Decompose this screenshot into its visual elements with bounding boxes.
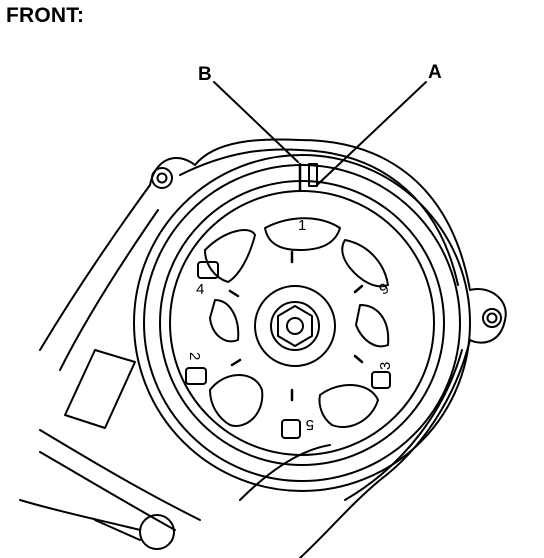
hub-washer <box>270 301 320 351</box>
timing-number-3: 3 <box>377 362 394 370</box>
housing-inner-outline <box>59 148 463 501</box>
cover-rim-outer <box>133 154 471 492</box>
cover-rim-inner <box>143 164 461 482</box>
pulley-outer-ring <box>159 180 445 466</box>
timing-number-2: 2 <box>186 352 203 360</box>
mounting-ear-right <box>482 308 502 328</box>
page-title: FRONT: <box>6 4 85 27</box>
callout-label-b: B <box>198 64 212 85</box>
timing-number-6: 6 <box>376 279 392 298</box>
timing-number-4: 4 <box>196 281 204 298</box>
timing-pointer-a <box>308 163 318 187</box>
timing-number-1: 1 <box>298 217 306 234</box>
timing-number-5: 5 <box>306 416 314 433</box>
leader-line-b <box>213 81 299 163</box>
leader-line-a <box>315 81 427 187</box>
pulley-slots <box>228 250 364 402</box>
engine-block-details <box>19 349 331 550</box>
mounting-ear-left <box>151 167 173 189</box>
callout-label-a: A <box>428 62 442 83</box>
pulley-windows <box>204 217 390 428</box>
pulley-hub <box>254 285 336 367</box>
bolt-center <box>286 317 304 335</box>
housing-outline <box>39 138 507 558</box>
center-bolt <box>277 305 313 347</box>
rim-notches <box>185 261 391 439</box>
